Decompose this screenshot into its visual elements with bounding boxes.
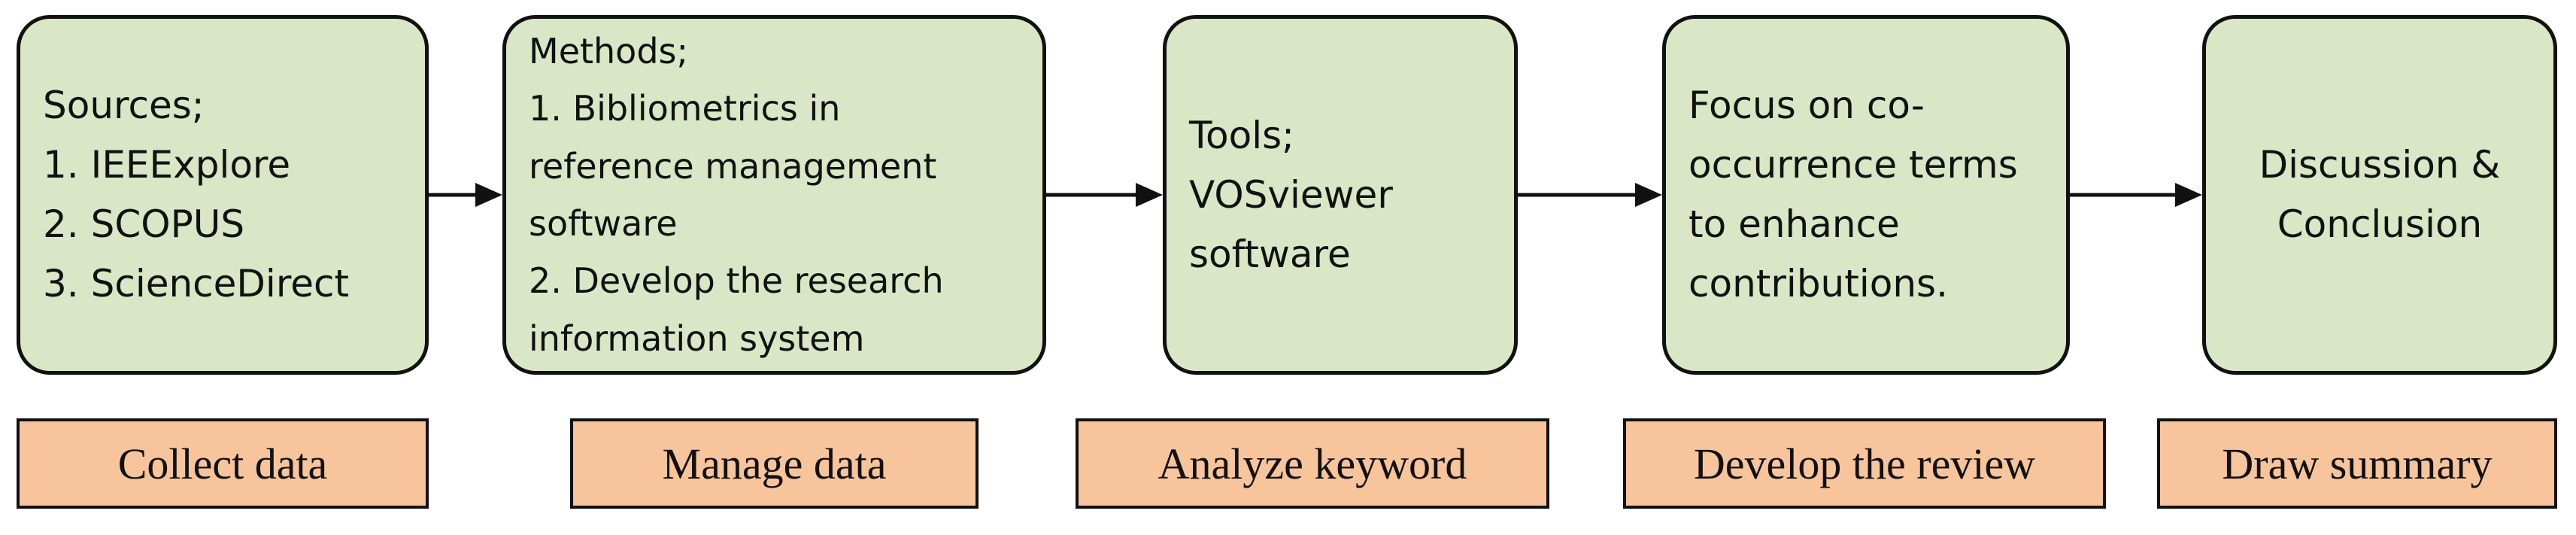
step-box-methods: Methods; 1. Bibliometrics in reference m… [502, 15, 1046, 375]
step-2-line-1: Methods; [529, 30, 688, 71]
step-2-line-4: software [529, 203, 678, 244]
step-1-line-4: 3. ScienceDirect [43, 262, 350, 305]
step-4-line-3: to enhance [1689, 202, 1900, 246]
arrow-3 [1518, 183, 1662, 207]
arrow-3-head [1635, 183, 1662, 207]
stage-label-collect-data: Collect data [17, 418, 429, 509]
stage-label-analyze-keyword: Analyze keyword [1076, 418, 1549, 509]
step-3-line-2: VOSviewer [1189, 172, 1393, 217]
step-box-sources: Sources; 1. IEEExplore 2. SCOPUS 3. Scie… [17, 15, 429, 375]
stage-label-draw-summary: Draw summary [2157, 418, 2557, 509]
step-2-line-6: information system [529, 318, 865, 359]
step-box-discussion: Discussion & Conclusion [2202, 15, 2557, 375]
arrow-1 [429, 183, 502, 207]
step-2-line-3: reference management [529, 145, 937, 187]
step-4-line-2: occurrence terms [1689, 143, 2018, 187]
step-1-line-2: 1. IEEExplore [43, 143, 291, 187]
step-2-line-2: 1. Bibliometrics in [529, 88, 841, 129]
step-4-line-4: contributions. [1689, 262, 1948, 305]
stage-label-manage-data: Manage data [570, 418, 979, 509]
step-3-line-3: software [1189, 232, 1351, 276]
step-3-line-1: Tools; [1189, 113, 1295, 157]
arrow-2 [1046, 183, 1163, 207]
step-5-line-2: Conclusion [2277, 202, 2483, 246]
step-2-line-5: 2. Develop the research [529, 260, 944, 302]
step-box-focus: Focus on co- occurrence terms to enhance… [1662, 15, 2070, 375]
step-1-line-3: 2. SCOPUS [43, 202, 245, 246]
arrow-2-head [1136, 183, 1163, 207]
step-1-line-1: Sources; [43, 84, 205, 127]
step-4-line-1: Focus on co- [1689, 84, 1925, 127]
arrow-4 [2070, 183, 2202, 207]
step-5-line-1: Discussion & [2259, 143, 2501, 187]
arrow-4-head [2175, 183, 2202, 207]
step-box-tools: Tools; VOSviewer software [1163, 15, 1518, 375]
stage-label-develop-review: Develop the review [1623, 418, 2106, 509]
arrow-1-head [475, 183, 502, 207]
